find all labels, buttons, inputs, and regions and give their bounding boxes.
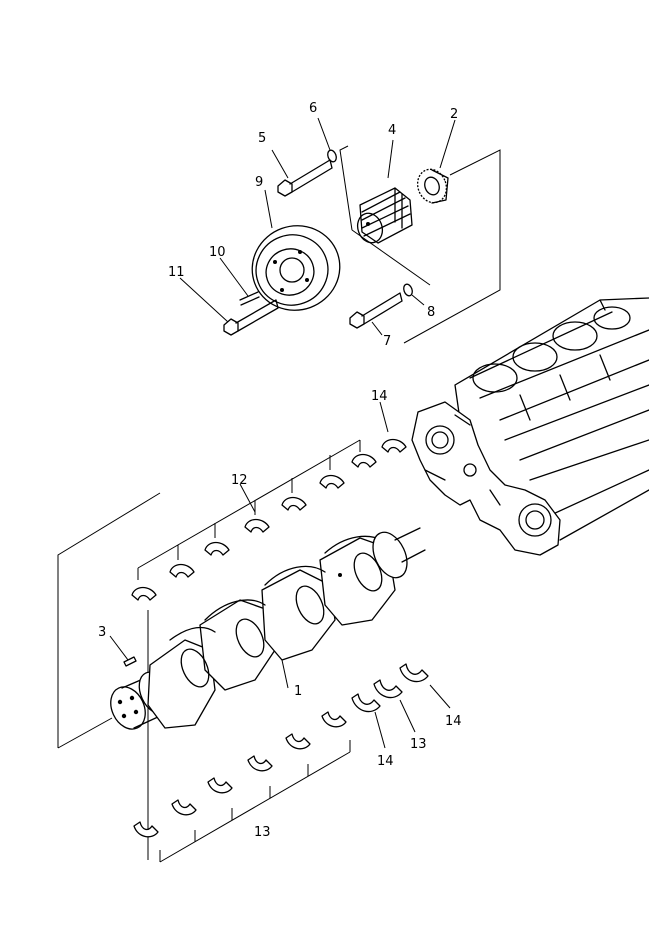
callout-14-middle: 14 bbox=[377, 754, 394, 769]
pulley-bolt-11 bbox=[223, 299, 279, 336]
callout-9: 9 bbox=[255, 175, 263, 190]
woodruff-key-3 bbox=[123, 656, 137, 667]
crankshaft-pulley bbox=[251, 225, 341, 311]
callout-3: 3 bbox=[98, 625, 106, 640]
callout-5: 5 bbox=[258, 131, 266, 146]
callout-4: 4 bbox=[388, 123, 396, 138]
dowel-pin-10 bbox=[239, 291, 260, 306]
callout-6: 6 bbox=[309, 101, 317, 116]
crankshaft-gear-2 bbox=[416, 168, 449, 204]
callout-1: 1 bbox=[294, 684, 302, 699]
pulley-bolt-7 bbox=[349, 292, 403, 329]
callout-14-top: 14 bbox=[371, 389, 388, 404]
callout-14-right: 14 bbox=[445, 714, 462, 729]
washer-8 bbox=[403, 283, 413, 297]
pulley-bolt-5 bbox=[277, 159, 333, 197]
thrust-washers-14 bbox=[351, 663, 429, 713]
leader-lines bbox=[57, 117, 501, 863]
crankshaft-1 bbox=[110, 527, 426, 730]
lower-main-bearings-13 bbox=[133, 711, 347, 838]
callout-8: 8 bbox=[427, 305, 435, 320]
callout-11: 11 bbox=[168, 265, 185, 280]
callout-7: 7 bbox=[383, 334, 391, 349]
callout-labels: 1 2 3 4 5 6 7 8 9 10 11 12 13 13 14 14 1… bbox=[98, 101, 462, 840]
engine-block bbox=[411, 297, 649, 556]
washer-6 bbox=[327, 149, 337, 163]
callout-2: 2 bbox=[450, 107, 458, 122]
callout-10: 10 bbox=[209, 245, 226, 260]
callout-12: 12 bbox=[231, 473, 248, 488]
pulley-hub-4 bbox=[356, 187, 413, 244]
callout-13-lower: 13 bbox=[254, 825, 271, 840]
upper-main-bearings-12 bbox=[131, 438, 407, 601]
callout-13-right: 13 bbox=[410, 737, 427, 752]
